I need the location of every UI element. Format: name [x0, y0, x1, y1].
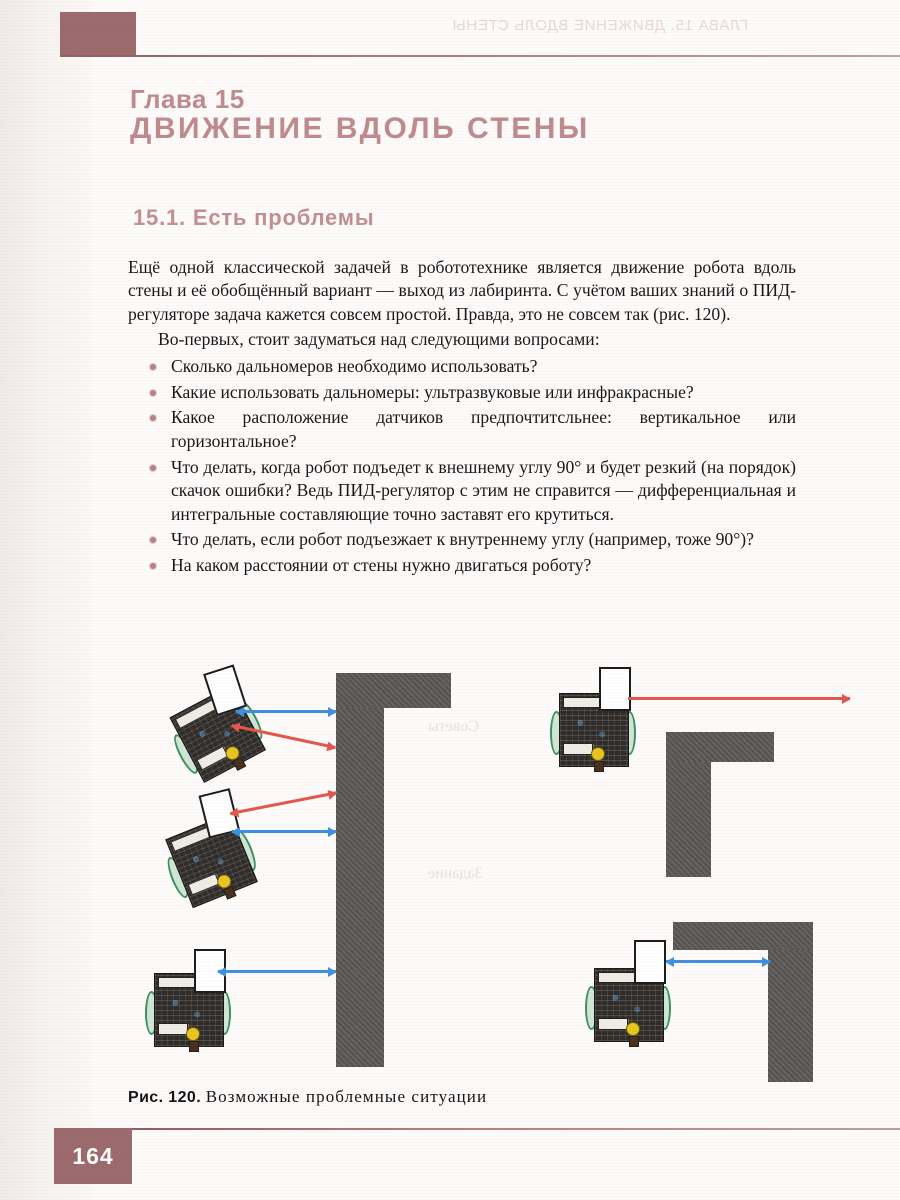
footer-rule: [132, 1128, 900, 1130]
page-number: 164: [72, 1142, 114, 1169]
robot-led-icon: [626, 1022, 640, 1036]
robot-component: [598, 1018, 628, 1030]
wall-segment-horizontal-right-bottom: [673, 922, 813, 950]
distance-arrow-red: [228, 787, 339, 819]
arrow-line: [628, 697, 850, 700]
arrow-head-left-icon: [231, 826, 240, 837]
arrow-line: [236, 710, 336, 713]
arrow-line: [666, 960, 770, 963]
robot-caster: [594, 761, 604, 772]
wall-segment-vertical-left: [336, 673, 384, 1067]
section-heading: 15.1. Есть проблемы: [133, 205, 375, 230]
list-item: Что делать, если робот подъезжает к внут…: [128, 528, 796, 551]
bullet-icon: [150, 363, 156, 370]
arrow-head-right-icon: [842, 693, 851, 704]
arrow-head-left-icon: [235, 706, 244, 717]
arrow-head-right-icon: [762, 956, 771, 967]
list-item: Сколько дальномеров необходимо использов…: [128, 355, 796, 378]
robot-led-icon: [591, 747, 605, 761]
robot-led-icon: [186, 1027, 200, 1041]
arrow-head-left-icon: [228, 807, 240, 819]
wall-segment-horizontal-right-top: [666, 732, 774, 762]
list-item-text: На каком расстоянии от стены нужно двига…: [171, 555, 592, 576]
header-rule: [60, 55, 900, 57]
arrow-head-left-icon: [217, 966, 226, 977]
wall-segment-horizontal-left: [336, 673, 451, 708]
body-column: Ещё одной классической задачей в роботот…: [128, 256, 796, 580]
robot-illustration: [157, 788, 270, 916]
robot-component: [158, 1023, 188, 1035]
bullet-icon: [150, 464, 156, 471]
figure-120: Советы Задание: [128, 660, 900, 1082]
bullet-icon: [150, 537, 156, 544]
chapter-number: Глава 15: [130, 84, 245, 114]
robot-caster: [629, 1036, 639, 1047]
arrow-head-right-icon: [327, 787, 339, 800]
intro-paragraph: Ещё одной классической задачей в роботот…: [128, 257, 796, 324]
figure-caption-label: Рис. 120.: [128, 1089, 202, 1106]
arrow-head-right-icon: [328, 966, 337, 977]
robot-illustration: [145, 949, 234, 1053]
lead-in-paragraph: Во-первых, стоит задуматься над следующи…: [158, 329, 600, 350]
list-item: Какое расположение датчиков предпочтитсл…: [128, 406, 796, 453]
scan-margin-shadow: [0, 0, 92, 1200]
bullet-icon: [150, 563, 156, 570]
robot-illustration: [550, 667, 639, 773]
robot-component: [563, 743, 593, 755]
list-item: Что делать, когда робот подъедет к внешн…: [128, 456, 796, 526]
arrow-head-right-icon: [328, 706, 337, 717]
bullet-icon: [150, 415, 156, 422]
list-item-text: Что делать, если робот подъезжает к внут…: [171, 529, 754, 550]
arrow-head-right-icon: [328, 826, 337, 837]
list-item-text: Что делать, когда робот подъедет к внешн…: [171, 456, 796, 524]
header-accent-block: [60, 12, 136, 56]
question-list: Сколько дальномеров необходимо использов…: [128, 355, 796, 578]
list-item-text: Какие использовать дальномеры: ультразву…: [171, 381, 694, 402]
list-item-text: Какое расположение датчиков предпочтитсл…: [171, 407, 796, 451]
list-item: Какие использовать дальномеры: ультразву…: [128, 381, 796, 404]
figure-bleedthrough-text: Советы: [428, 718, 479, 735]
arrow-line: [218, 970, 336, 973]
arrow-head-left-icon: [665, 956, 674, 967]
list-item-text: Сколько дальномеров необходимо использов…: [171, 355, 538, 376]
figure-caption-text: Возможные проблемные ситуации: [205, 1087, 488, 1106]
robot-rangefinder-sensor: [634, 940, 666, 984]
arrow-line: [230, 791, 337, 815]
header-bleedthrough-text: ГЛАВА 15. ДВИЖЕНИЕ ВДОЛЬ СТЕНЫ: [451, 17, 748, 34]
page-number-block: 164: [54, 1128, 132, 1184]
arrow-line: [232, 830, 336, 833]
figure-bleedthrough-text: Задание: [428, 865, 483, 882]
robot-rangefinder-sensor: [599, 667, 631, 711]
list-item: На каком расстоянии от стены нужно двига…: [128, 554, 796, 577]
figure-caption: Рис. 120. Возможные проблемные ситуации: [128, 1087, 487, 1107]
page-title: ДВИЖЕНИЕ ВДОЛЬ СТЕНЫ: [130, 112, 590, 145]
robot-caster: [189, 1041, 199, 1052]
robot-illustration: [585, 940, 674, 1048]
bullet-icon: [150, 389, 156, 396]
